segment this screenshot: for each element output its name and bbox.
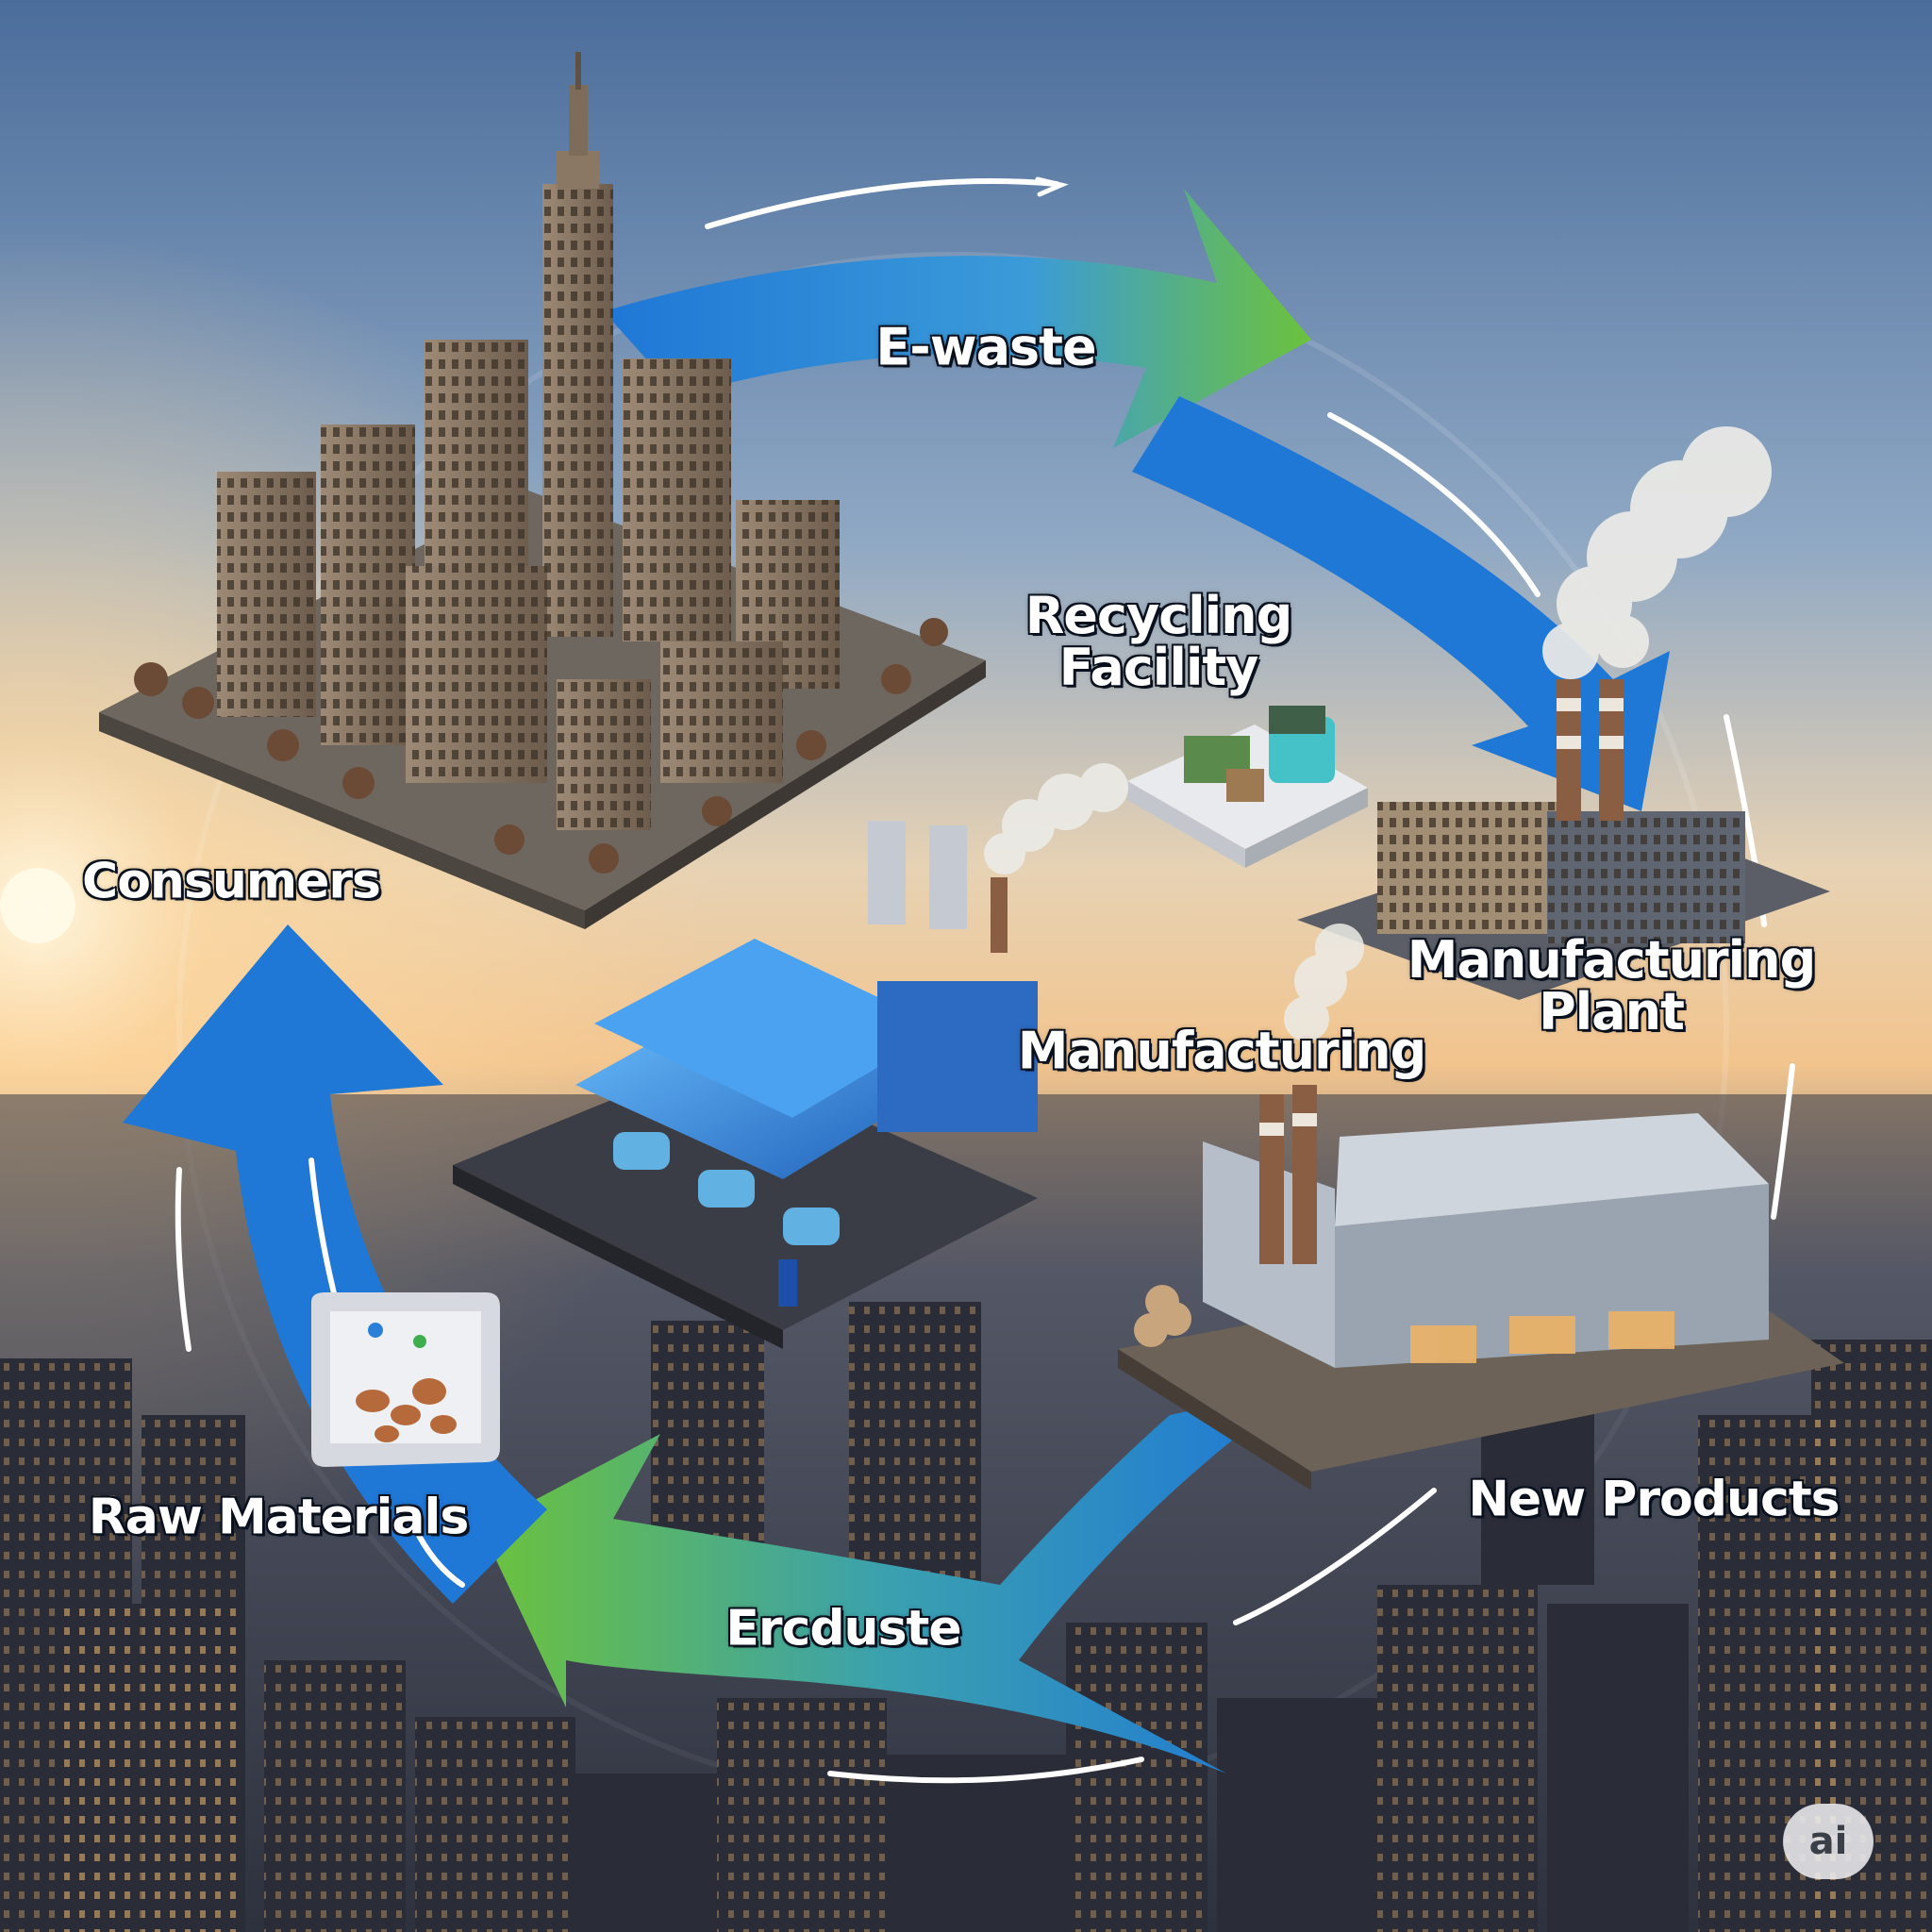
arrow-ewaste [604, 189, 1311, 448]
manufacturing-facility-illustration [453, 763, 1128, 1349]
smoke-plume [1542, 426, 1772, 679]
recycling-facility-illustration [1127, 706, 1368, 868]
label-mfg-plant-line1: Manufacturing [1406, 929, 1817, 990]
arrow-ercduste [481, 1387, 1302, 1774]
label-manufacturing: Manufacturing [1016, 1021, 1427, 1081]
sun [0, 868, 75, 943]
manufacturing-plant-illustration [1297, 426, 1830, 1000]
label-recycling-line2: Facility [1058, 638, 1260, 697]
ai-watermark-badge: ai [1783, 1804, 1874, 1879]
new-products-warehouse-illustration [1118, 924, 1844, 1491]
arrow-right-down [1132, 396, 1670, 811]
label-raw-materials: Raw Materials [87, 1489, 471, 1546]
label-new-products: New Products [1467, 1471, 1841, 1528]
label-ercduste: Ercduste [724, 1600, 963, 1657]
label-consumers: Consumers [81, 853, 383, 910]
label-manufacturing-plant: Manufacturing Plant [1406, 929, 1817, 1041]
ai-watermark-text: ai [1808, 1820, 1848, 1863]
label-recycling-line1: Recycling [1024, 585, 1294, 645]
raw-materials-bin-illustration [311, 1292, 500, 1467]
label-ewaste: E-waste [874, 317, 1098, 377]
label-mfg-plant-line2: Plant [1538, 982, 1687, 1041]
label-recycling-facility: Recycling Facility [1024, 585, 1294, 697]
consumers-city-illustration [99, 52, 986, 929]
